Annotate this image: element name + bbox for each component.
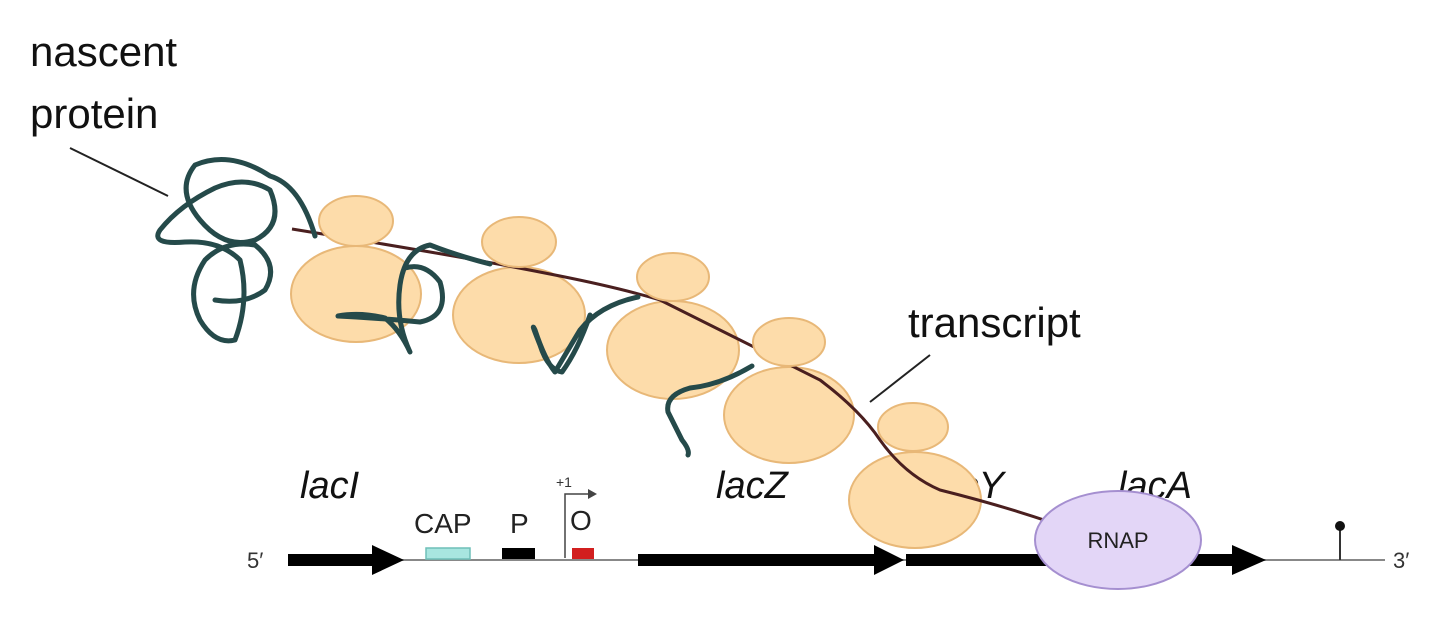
operator-box [572, 548, 594, 559]
nascent-protein-pointer [69, 147, 169, 197]
ribosome-1-small-subunit [318, 195, 394, 247]
five-prime-label: 5′ [247, 548, 263, 573]
ribosome-4-small-subunit [752, 317, 826, 367]
laci-gene-arrow [288, 545, 404, 575]
ribosome-3-small-subunit [636, 252, 710, 302]
nascent-protein-chain-4 [665, 363, 755, 458]
nascent-protein-chain-3 [530, 294, 641, 375]
lacz-gene-arrow [638, 545, 904, 575]
tss-arrow [564, 493, 591, 558]
tss-label: +1 [556, 474, 572, 490]
promoter-label: P [510, 508, 529, 539]
operator-label: O [570, 505, 592, 536]
ribosome-5-large-subunit [848, 451, 982, 549]
rnap [1034, 490, 1202, 590]
nascent-protein-label-line1: nascent [30, 28, 177, 75]
terminator-head [1335, 521, 1345, 531]
ribosome-5-small-subunit [877, 402, 949, 452]
tss-arrowhead [588, 489, 597, 499]
gene-label-lacz: lacZ [716, 465, 790, 507]
gene-label-laci: lacI [300, 465, 360, 507]
transcript-label: transcript [908, 299, 1081, 346]
promoter-box [502, 548, 535, 559]
ribosome-3-large-subunit [606, 300, 740, 400]
mrna-transcript [291, 227, 1051, 524]
nascent-protein-chain-1 [155, 157, 318, 344]
rnap-label: RNAP [1087, 528, 1148, 553]
ribosome-2-small-subunit [481, 216, 557, 268]
nascent-protein-chain-2 [335, 242, 493, 355]
nascent-protein-label-line2: protein [30, 90, 158, 137]
cap-label: CAP [414, 508, 472, 539]
ribosome-2-large-subunit [452, 266, 586, 364]
cap-site [425, 547, 471, 560]
transcript-pointer [869, 354, 931, 403]
three-prime-label: 3′ [1393, 548, 1409, 573]
ribosome-4-large-subunit [723, 366, 855, 464]
